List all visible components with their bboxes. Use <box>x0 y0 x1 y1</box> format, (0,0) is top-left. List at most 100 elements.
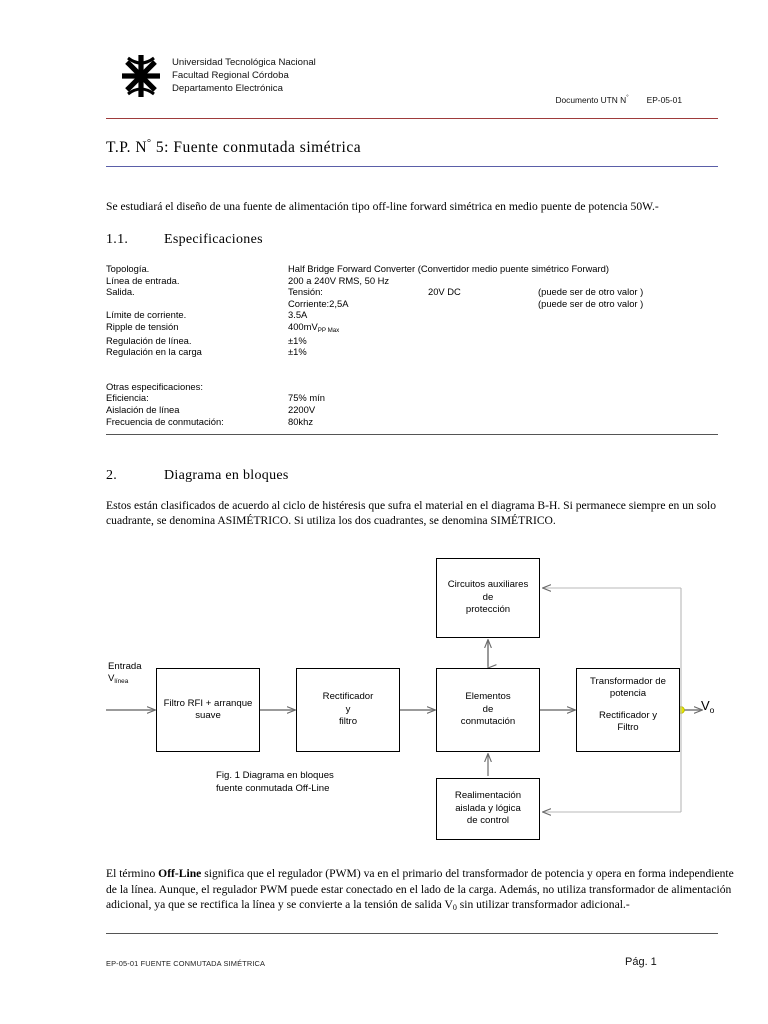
block-line-2: y <box>345 703 351 715</box>
diagram-block-filtro-rfi[interactable]: Filtro RFI + arranque suave <box>156 668 260 752</box>
spec-key: Límite de corriente. <box>106 309 187 321</box>
spec-key: Línea de entrada. <box>106 274 180 286</box>
table-row: Regulación en la carga ±1% <box>106 346 722 358</box>
spec-key: Regulación en la carga <box>106 346 202 358</box>
input-subscript: línea <box>114 678 129 685</box>
block-line-2: suave <box>195 710 221 721</box>
spec-value: 75% mín <box>288 392 325 404</box>
spec-value: Corriente:2,5A <box>288 297 349 309</box>
input-label-text: Entrada <box>108 661 142 672</box>
spec-value-secondary <box>428 298 538 310</box>
table-row: Corriente:2,5A (puede ser de otro valor … <box>106 298 722 310</box>
table-row: Frecuencia de conmutación: 80khz <box>106 416 722 428</box>
table-row: Línea de entrada. 200 a 240V RMS, 50 Hz <box>106 275 722 287</box>
footer-page-number: Pág. 1 <box>625 956 657 968</box>
spec-key <box>106 298 288 310</box>
block-diagram-figure: Circuitos auxiliares de protección Filtr… <box>106 548 726 848</box>
spec-key: Aislación de línea <box>106 403 180 415</box>
specifications-table: Topología. Half Bridge Forward Converter… <box>106 263 722 427</box>
table-row: Topología. Half Bridge Forward Converter… <box>106 263 722 275</box>
intro-paragraph: Se estudiará el diseño de una fuente de … <box>106 200 659 213</box>
spec-value-secondary: 20V DC <box>428 286 461 298</box>
section-heading-diagrama-en-bloques: 2. Diagrama en bloques <box>106 468 289 484</box>
block-line-1: Filtro RFI + arranque <box>163 697 253 709</box>
offline-part-2: significa que el regulador (PWM) va en e… <box>106 867 734 912</box>
spec-key: Ripple de tensión <box>106 320 179 332</box>
diagram-output-label: Vo <box>701 698 714 715</box>
block-line-3: filtro <box>338 716 358 728</box>
table-row: Regulación de línea. ±1% <box>106 335 722 347</box>
footer-divider <box>106 933 718 934</box>
diagram-block-rectificador-y-filtro[interactable]: Rectificador y filtro <box>296 668 400 752</box>
block-line-2: de <box>482 703 494 715</box>
organization-lines: Universidad Tecnológica Nacional Faculta… <box>172 56 316 96</box>
spec-value: 3.5A <box>288 309 308 321</box>
block-line-1: Rectificador <box>322 691 374 703</box>
ripple-value: 400mV <box>288 320 318 332</box>
utn-sun-star-logo-icon <box>118 52 164 100</box>
table-row: Límite de corriente. 3.5A <box>106 309 722 321</box>
offline-subscript: 0 <box>452 903 457 913</box>
offline-part-1: El término <box>106 867 159 880</box>
table-row: Salida. Tensión: 20V DC (puede ser de ot… <box>106 286 722 298</box>
title-prefix: T.P. N <box>106 139 148 157</box>
blocks-paragraph: Estos están clasificados de acuerdo al c… <box>106 499 717 528</box>
title-text: 5: Fuente conmutada simétrica <box>151 139 362 157</box>
spec-key: Regulación de línea. <box>106 334 192 346</box>
diagram-block-transformador-de-potencia[interactable]: Transformador de potencia Rectificador y… <box>576 668 680 752</box>
spec-value: Half Bridge Forward Converter (Convertid… <box>288 263 609 274</box>
table-row: Aislación de línea 2200V <box>106 404 722 416</box>
org-line-1: Universidad Tecnológica Nacional <box>172 57 316 68</box>
spec-key: Topología. <box>106 263 150 274</box>
page-title: T.P. N° 5: Fuente conmutada simétrica <box>106 138 361 157</box>
title-degree-sign: ° <box>147 138 152 149</box>
document-label: Documento UTN N <box>555 95 627 105</box>
diagram-block-circuitos-auxiliares[interactable]: Circuitos auxiliares de protección <box>436 558 540 638</box>
vo-symbol: V <box>701 698 710 713</box>
block-spacer <box>580 701 676 710</box>
document-number: EP-05-01 <box>646 95 682 105</box>
diagram-block-elementos-de-conmutacion[interactable]: Elementos de conmutación <box>436 668 540 752</box>
document-reference: Documento UTN N° EP-05-01 <box>555 95 682 105</box>
spec-value: ±1% <box>288 346 307 358</box>
spec-value: ±1% <box>288 334 307 346</box>
spec-value: Tensión: <box>288 286 323 298</box>
specs-divider <box>106 434 718 435</box>
section-title: Diagrama en bloques <box>164 468 289 483</box>
others-heading: Otras especificaciones: <box>106 380 203 392</box>
block-line-1: Realimentación <box>454 790 522 802</box>
offline-bold-term: Off-Line <box>158 867 202 880</box>
spec-key: Frecuencia de conmutación: <box>106 415 224 427</box>
offline-paragraph: El término Off-Line significa que el reg… <box>106 866 734 914</box>
block-line-1: Circuitos auxiliares <box>447 579 529 591</box>
section-number: 1.1. <box>106 232 129 247</box>
spec-value: 200 a 240V RMS, 50 Hz <box>288 274 390 286</box>
caption-line-2: fuente conmutada Off-Line <box>216 782 330 794</box>
block-line-3: protección <box>465 604 511 616</box>
section-heading-especificaciones: 1.1. Especificaciones <box>106 232 263 248</box>
v-symbol: V <box>108 673 115 684</box>
block-line-3: conmutación <box>460 716 516 728</box>
caption-line-1: Fig. 1 Diagrama en bloques <box>216 770 334 781</box>
org-line-3: Departamento Electrónica <box>172 83 283 95</box>
section-title: Especificaciones <box>164 232 263 247</box>
block-line-2: de <box>482 591 494 603</box>
spec-key: Eficiencia: <box>106 392 149 404</box>
diagram-block-realimentacion-aislada[interactable]: Realimentación aislada y lógica de contr… <box>436 778 540 840</box>
section-number: 2. <box>106 468 118 483</box>
footer-document-name: EP-05-01 FUENTE CONMUTADA SIMÉTRICA <box>106 959 266 968</box>
org-line-2: Facultad Regional Córdoba <box>172 70 289 82</box>
block-line-3: de control <box>466 815 510 827</box>
degree-sign: ° <box>626 95 629 102</box>
spec-note: (puede ser de otro valor ) <box>538 297 644 309</box>
block-line-2: potencia <box>609 688 647 700</box>
header-divider <box>106 118 718 119</box>
spec-value: 2200V <box>288 403 316 415</box>
spec-value-ripple: 400mVPP Max <box>288 321 722 335</box>
title-divider <box>106 166 718 167</box>
offline-part-3: sin utilizar transformador adicional.- <box>456 898 630 912</box>
input-voltage-symbol: Vlínea <box>108 673 142 686</box>
diagram-input-label: Entrada Vlínea <box>108 661 142 686</box>
block-line-1: Elementos <box>465 691 511 703</box>
